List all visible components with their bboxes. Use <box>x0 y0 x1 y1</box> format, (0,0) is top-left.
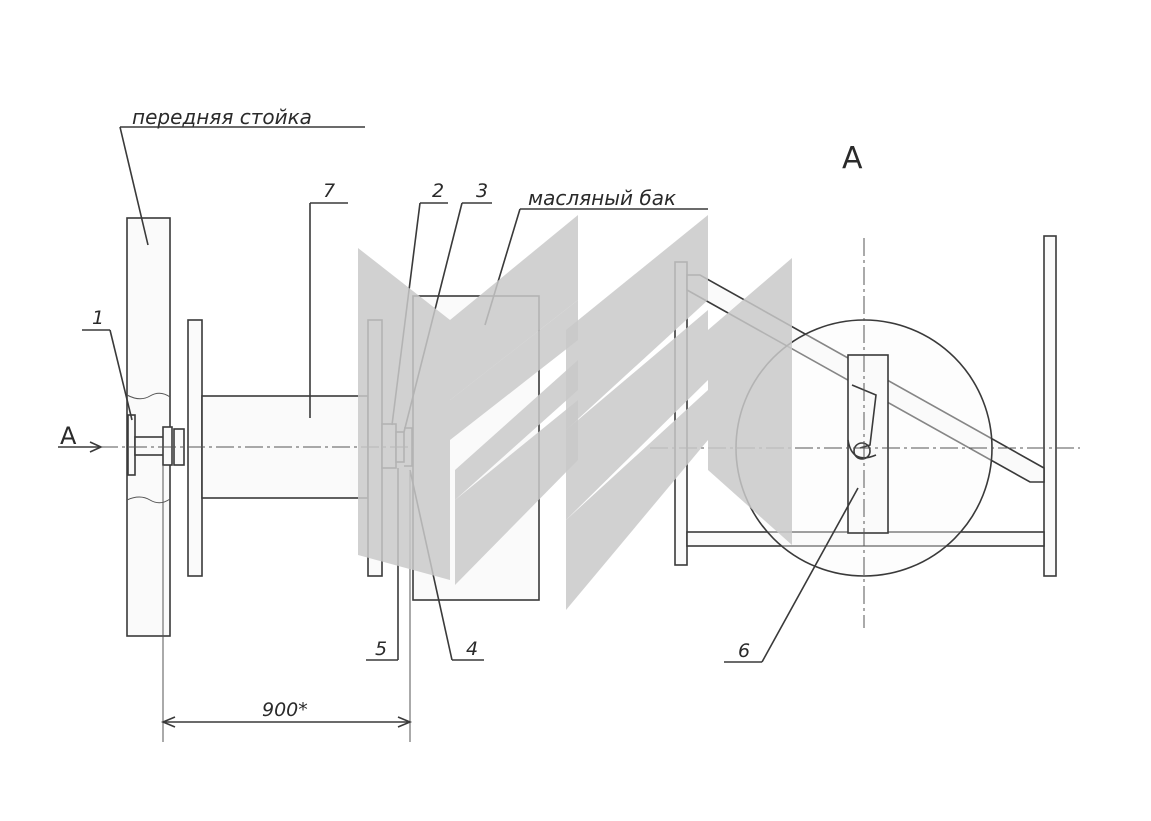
svg-text:масляный бак: масляный бак <box>528 186 676 210</box>
svg-text:А: А <box>60 422 77 450</box>
svg-text:7: 7 <box>323 180 335 202</box>
svg-text:3: 3 <box>476 180 488 202</box>
left-shaft-assembly <box>127 414 185 476</box>
svg-text:5: 5 <box>375 638 387 660</box>
dimension-900: 900* <box>160 465 413 742</box>
cable-reel <box>187 319 383 577</box>
callout-7: 7 <box>309 180 348 418</box>
oil-tank-label: масляный бак <box>484 186 708 326</box>
view-a-title: А <box>842 141 863 176</box>
svg-text:6: 6 <box>738 640 750 662</box>
svg-text:1: 1 <box>92 307 104 329</box>
svg-text:900*: 900* <box>262 699 308 721</box>
view-arrow-a: А <box>58 422 103 453</box>
callout-1: 1 <box>82 307 133 421</box>
svg-text:2: 2 <box>432 180 444 202</box>
callout-6: 6 <box>724 487 859 663</box>
svg-text:передняя стойка: передняя стойка <box>132 105 312 129</box>
svg-text:4: 4 <box>466 638 478 660</box>
watermark-logo <box>358 215 792 610</box>
front-post-label: передняя стойка <box>119 105 365 246</box>
